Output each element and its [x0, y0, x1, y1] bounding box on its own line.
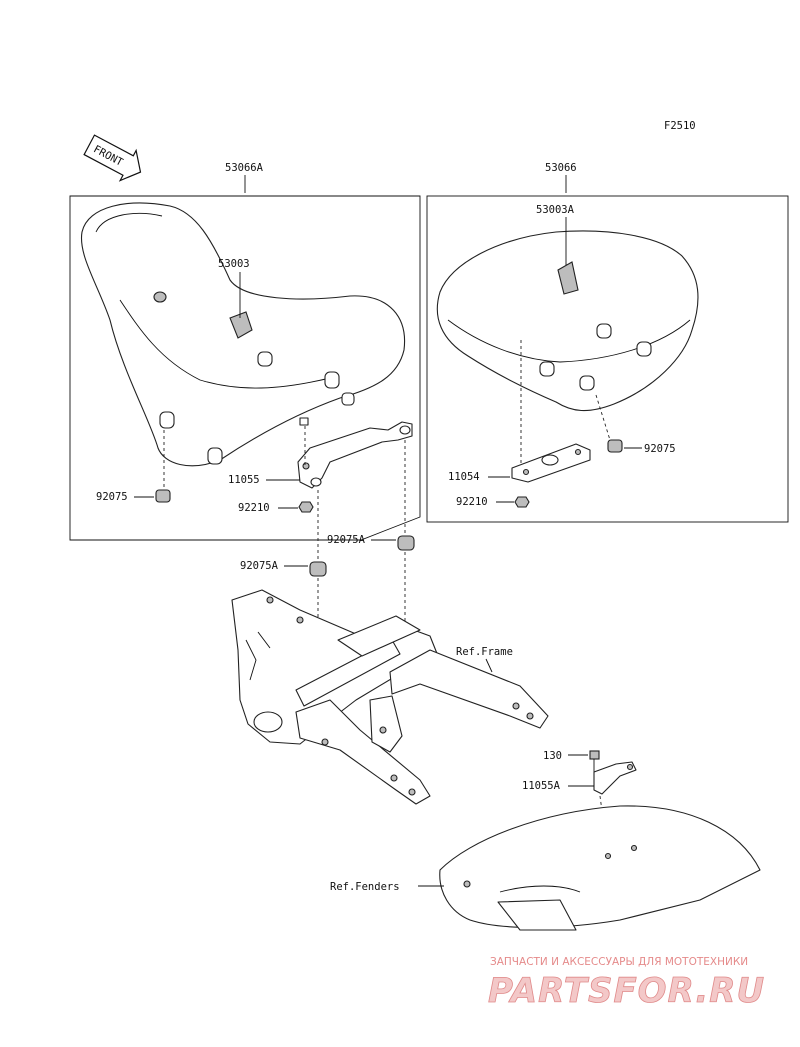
bracket-11055: [297, 421, 413, 489]
passenger-seat: [436, 230, 699, 412]
label-130: 130: [543, 750, 562, 762]
front-arrow-icon: FRONT: [83, 134, 142, 182]
label-92075-left: 92075: [96, 491, 128, 503]
diagram-code: F2510: [664, 120, 696, 132]
rider-seat: [80, 202, 406, 467]
label-ref-fenders: Ref.Fenders: [330, 881, 400, 893]
nut-92210-left: [298, 501, 314, 513]
damper-92075A-b: [309, 561, 327, 577]
label-11055A: 11055A: [522, 780, 561, 792]
bracket-11054: [511, 443, 591, 483]
frame: [231, 589, 549, 805]
label-92210-right: 92210: [456, 496, 488, 508]
watermark-logo: PARTSFOR.RU: [488, 971, 765, 1011]
group-box-53066A: [69, 195, 421, 541]
group-label-53066: 53066: [545, 162, 577, 174]
label-92075A-a: 92075A: [327, 534, 366, 546]
label-53003: 53003: [218, 258, 250, 270]
damper-92075-left: [155, 489, 171, 503]
label-ref-frame: Ref.Frame: [456, 646, 513, 658]
label-92075A-b: 92075A: [240, 560, 279, 572]
watermark-tagline: ЗАПЧАСТИ И АКСЕССУАРЫ ДЛЯ МОТОТЕХНИКИ: [490, 956, 748, 968]
damper-92075A-a: [397, 535, 415, 551]
label-92075-right: 92075: [644, 443, 676, 455]
label-11054: 11054: [448, 471, 480, 483]
label-11055: 11055: [228, 474, 260, 486]
bolt-130: [589, 750, 600, 772]
label-92210-left: 92210: [238, 502, 270, 514]
group-label-53066A: 53066A: [225, 162, 264, 174]
group-box-53066: [426, 195, 789, 523]
rear-fender: [439, 805, 761, 931]
bracket-11055A: [593, 761, 637, 795]
damper-92075-right: [607, 439, 623, 453]
nut-92210-right: [514, 496, 530, 508]
label-53003A: 53003A: [536, 204, 575, 216]
